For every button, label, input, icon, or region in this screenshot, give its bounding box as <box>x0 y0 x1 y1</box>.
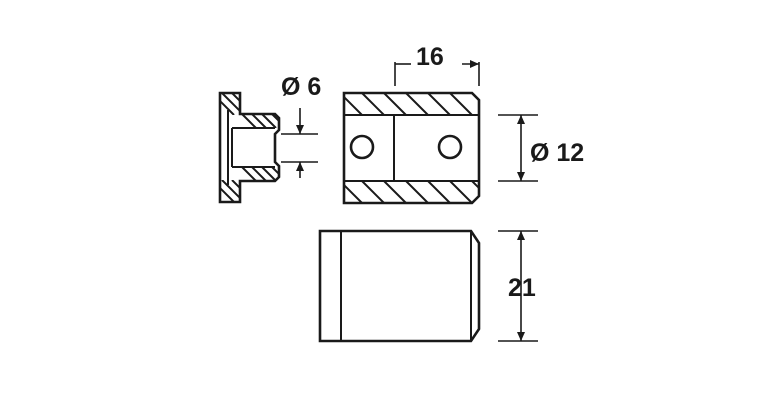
bushing-section-view <box>218 91 281 204</box>
length-label: 21 <box>508 274 536 302</box>
side-view-outline <box>318 229 481 343</box>
body-bottom-wall-hatch <box>344 181 479 203</box>
body-section-view <box>342 91 481 205</box>
body-side-view <box>318 229 481 343</box>
dimension-large-diameter: Ø 12 <box>498 114 584 182</box>
body-hole-left <box>349 134 375 160</box>
dimension-small-diameter: Ø 6 <box>281 73 321 178</box>
large-diameter-label: Ø 12 <box>530 139 584 167</box>
dimension-width: 16 <box>394 43 480 86</box>
bushing-neck-bottom-hatch <box>241 167 278 181</box>
small-diameter-label: Ø 6 <box>281 73 321 101</box>
bushing-flange-top-hatch <box>220 93 240 115</box>
bushing-flange <box>218 91 281 204</box>
dimension-length: 21 <box>498 230 538 342</box>
bushing-flange-bottom-hatch <box>220 180 240 202</box>
bushing-neck-top-hatch <box>241 114 278 128</box>
body-hole-right <box>437 134 463 160</box>
body-top-wall-hatch <box>344 93 479 115</box>
width-label: 16 <box>416 43 444 71</box>
